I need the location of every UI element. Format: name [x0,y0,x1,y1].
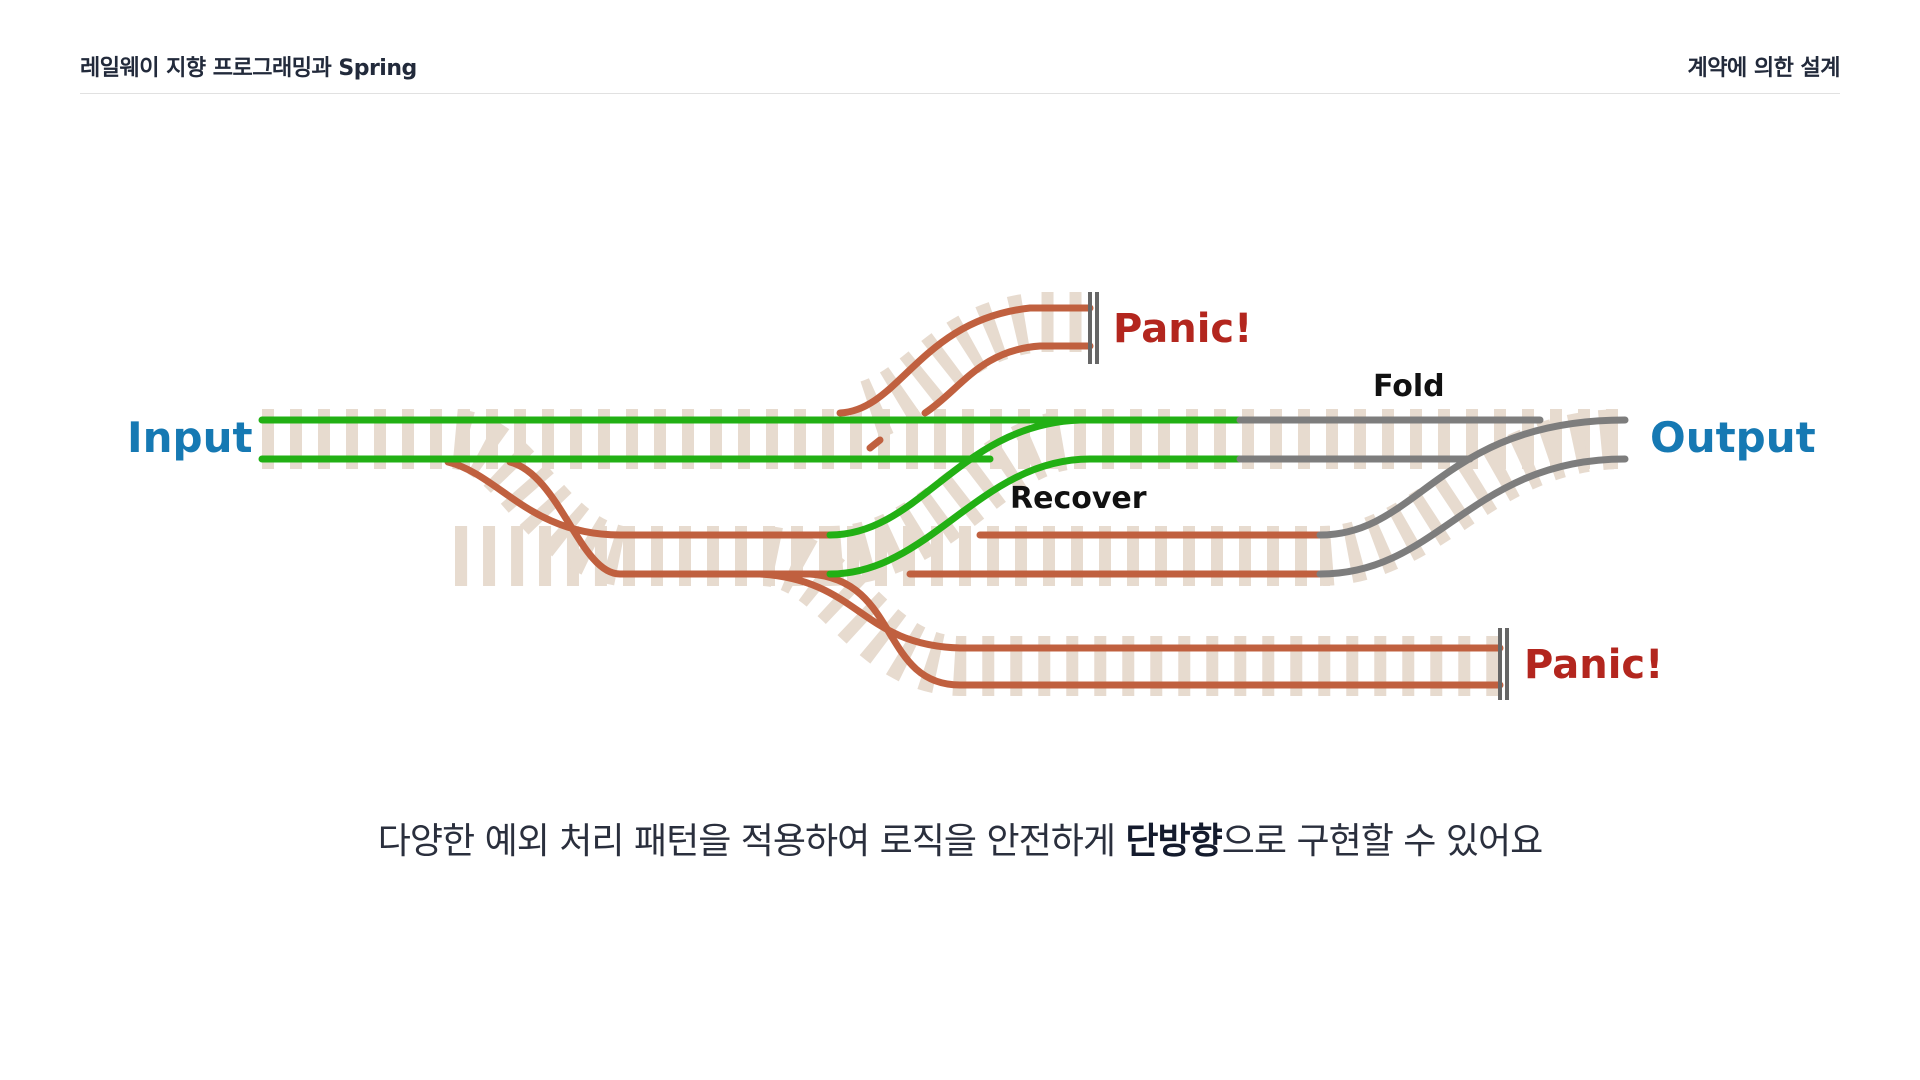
error-rail-upper [444,458,834,539]
top-branch-rail-1 [836,304,1094,417]
error-rail-lower [506,458,834,578]
recover-label: Recover [1010,481,1147,516]
ties-top [859,292,1090,439]
error-track [444,304,1504,689]
bottom-branch-rail-2 [806,570,1504,689]
caption-emphasis: 단방향 [1125,821,1222,862]
recover-rail-2 [826,455,1244,578]
success-track [258,416,1244,578]
section-title: 계약에 의한 설계 [1687,56,1841,81]
top-branch-stub [866,436,884,452]
fold-track [1236,416,1629,578]
caption-text-before: 다양한 예외 처리 패턴을 적용하여 로직을 안전하게 [377,821,1126,862]
merge-rail-2 [1316,455,1629,578]
top-branch-rail-2 [921,342,1094,417]
output-label: Output [1650,413,1816,462]
ties-recover [828,409,1082,586]
buffer-stops [1088,292,1509,700]
presentation-title: 레일웨이 지향 프로그래밍과 Spring [80,56,417,81]
merge-rail-1 [1316,416,1629,539]
panic-top-label: Panic! [1113,306,1252,352]
fold-label: Fold [1373,369,1445,404]
panic-bottom-label: Panic! [1524,642,1663,688]
recover-rail-1 [826,416,1084,539]
input-label: Input [127,413,253,462]
bottom-branch-rail-1 [756,570,1504,652]
ties-error-branch [449,409,628,586]
slide-header: 레일웨이 지향 프로그래밍과 Spring 계약에 의한 설계 [80,44,1840,94]
slide-caption: 다양한 예외 처리 패턴을 적용하여 로직을 안전하게 단방향으로 구현할 수 … [0,812,1920,864]
caption-text-after: 으로 구현할 수 있어요 [1221,821,1543,862]
